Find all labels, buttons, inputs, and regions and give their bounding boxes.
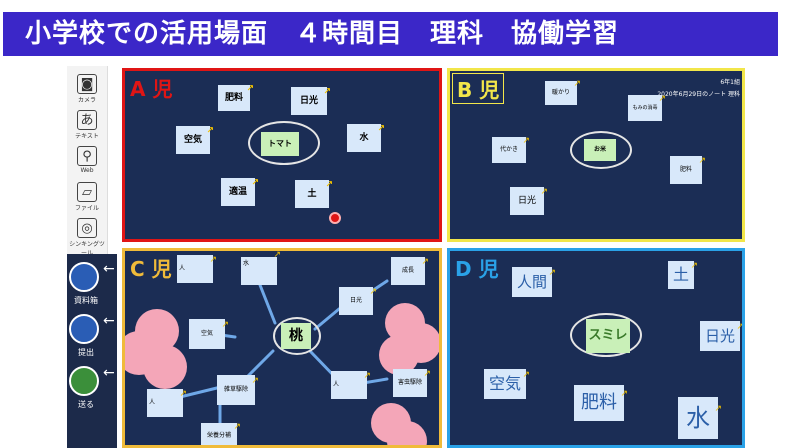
center-ellipse	[273, 317, 321, 355]
idea-card[interactable]: 土	[295, 171, 333, 208]
web-icon: ⚲	[77, 146, 97, 166]
panel-a[interactable]: A 児 トマト 肥料 日光 空気 水 適温 土	[122, 68, 442, 242]
panel-c-label: C 児	[130, 257, 172, 281]
submit-label: 提出	[78, 348, 94, 357]
idea-card[interactable]: 日光	[339, 278, 377, 315]
idea-card[interactable]: 代かき	[492, 128, 530, 163]
banner-title: 小学校での活用場面 ４時間目 理科 協働学習	[3, 12, 778, 56]
idea-card[interactable]: 日光	[700, 312, 742, 351]
tool-web[interactable]: ⚲ Web	[69, 144, 105, 180]
send-icon	[69, 366, 99, 396]
camera-icon: ◙	[77, 74, 97, 94]
center-ellipse	[570, 131, 632, 169]
idea-card[interactable]: 暖かり	[545, 72, 581, 105]
panel-d[interactable]: D 児 スミレ 人間 土 日光 空気 肥料 水	[447, 248, 745, 448]
panel-b-label: B 児	[452, 73, 505, 104]
idea-card[interactable]: 適温	[221, 169, 259, 206]
side-action-bar: ← 資料箱 ← 提出 ← 送る	[67, 254, 117, 448]
idea-card[interactable]: 成長	[391, 251, 429, 285]
submit-icon	[69, 314, 99, 344]
note-class: 6年1組	[720, 79, 740, 86]
text-icon: あ	[77, 110, 97, 130]
tool-text-label: テキスト	[75, 133, 99, 140]
panel-d-label: D 児	[455, 257, 499, 281]
idea-card[interactable]: 人間	[512, 258, 556, 297]
idea-card[interactable]: 土	[668, 252, 698, 289]
tool-camera-label: カメラ	[77, 97, 96, 104]
materials-box-icon	[69, 262, 99, 292]
idea-card[interactable]: 空気	[189, 310, 229, 349]
center-card[interactable]: 桃	[281, 323, 311, 349]
idea-card[interactable]: 日光	[510, 178, 548, 215]
idea-card[interactable]: 肥料	[218, 76, 254, 111]
idea-card[interactable]: 水	[678, 388, 722, 439]
idea-card[interactable]: 人	[177, 251, 217, 283]
center-ellipse	[570, 313, 642, 357]
arrow-left-icon: ←	[103, 365, 115, 381]
idea-card[interactable]: 空気	[176, 117, 214, 154]
note-header: 6年1組 2020年6月29日のノート 理科	[657, 77, 740, 101]
tool-file[interactable]: ▱ ファイル	[69, 180, 105, 216]
center-card[interactable]: スミレ	[586, 319, 630, 353]
idea-card[interactable]: 水	[347, 115, 385, 152]
pointer-cursor-icon	[329, 212, 341, 224]
file-icon: ▱	[77, 182, 97, 202]
tool-palette: ◙ カメラ あ テキスト ⚲ Web ▱ ファイル ◎ シンキングツール	[67, 66, 108, 257]
note-date: 2020年6月29日のノート 理科	[657, 91, 740, 98]
idea-card[interactable]: 雑草駆除	[217, 366, 259, 405]
tool-file-label: ファイル	[74, 205, 99, 212]
panel-a-label: A 児	[130, 77, 173, 101]
panel-b[interactable]: B 児 6年1組 2020年6月29日のノート 理科 お米 暖かり もみの消毒 …	[447, 68, 745, 242]
idea-card[interactable]: 肥料	[670, 147, 706, 184]
arrow-left-icon: ←	[103, 261, 115, 277]
panel-c[interactable]: C 児 桃 人 水 成長 空気 日光 人 害虫駆除 雑草駆除 人 栄養分補	[122, 248, 442, 448]
idea-card[interactable]: 人	[147, 380, 187, 417]
thinking-tool-icon: ◎	[77, 218, 97, 238]
send-label: 送る	[78, 400, 94, 409]
title-banner: 小学校での活用場面 ４時間目 理科 協働学習	[0, 0, 800, 62]
idea-card[interactable]: 肥料	[574, 376, 628, 421]
tool-camera[interactable]: ◙ カメラ	[69, 72, 105, 108]
tool-thinking[interactable]: ◎ シンキングツール	[69, 216, 105, 257]
tool-thinking-label: シンキングツール	[69, 241, 105, 257]
tool-text[interactable]: あ テキスト	[69, 108, 105, 144]
idea-card[interactable]: 空気	[484, 360, 530, 399]
idea-card[interactable]: 日光	[291, 78, 331, 115]
arrow-left-icon: ←	[103, 313, 115, 329]
idea-card[interactable]: もみの消毒	[628, 86, 666, 121]
materials-box-label: 資料箱	[74, 296, 98, 305]
center-card[interactable]: お米	[584, 139, 616, 161]
center-card[interactable]: トマト	[261, 132, 299, 156]
idea-card[interactable]: 害虫駆除	[393, 360, 431, 397]
idea-card[interactable]: 水	[241, 251, 281, 285]
idea-card[interactable]: 人	[331, 362, 371, 399]
center-ellipse	[248, 121, 320, 165]
tool-web-label: Web	[80, 167, 94, 174]
idea-card[interactable]: 栄養分補	[201, 414, 241, 445]
